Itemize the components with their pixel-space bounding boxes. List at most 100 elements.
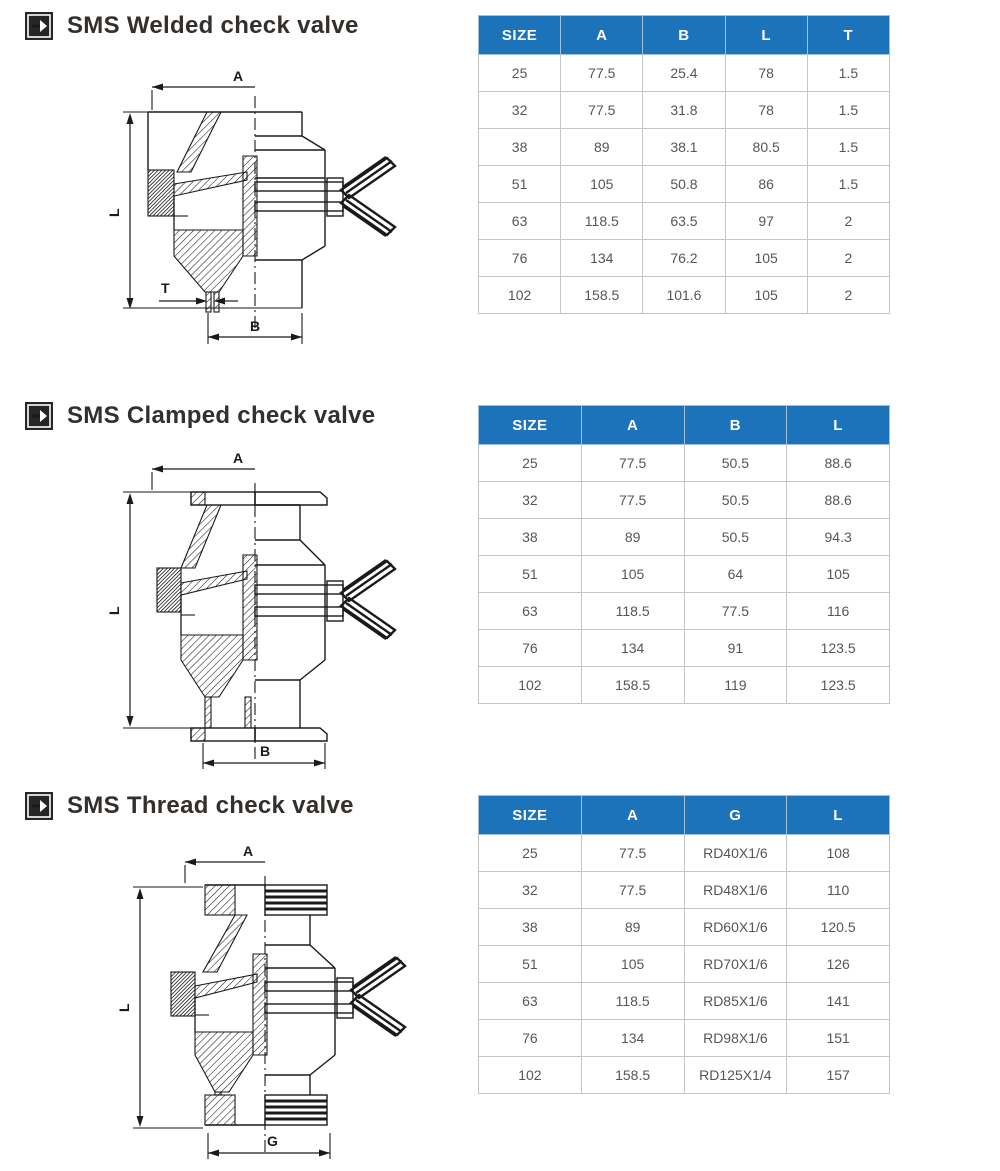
table-cell: 38 <box>478 518 582 556</box>
table-cell: 77.5 <box>580 834 685 872</box>
svg-text:L: L <box>106 208 122 217</box>
table-cell: 118.5 <box>560 202 644 240</box>
table-cell: 101.6 <box>642 276 726 314</box>
table-cell: 123.5 <box>786 629 890 667</box>
table-cell: RD85X1/6 <box>683 982 788 1020</box>
table-cell: 158.5 <box>560 276 644 314</box>
svg-text:L: L <box>116 1003 132 1012</box>
table-cell: 38 <box>477 128 562 166</box>
valve-flap <box>180 570 248 596</box>
dimension-g: G <box>207 1133 331 1159</box>
table-cell: RD70X1/6 <box>683 945 788 983</box>
table-cell: 77.5 <box>580 481 685 519</box>
arrow-box-icon <box>25 12 53 40</box>
table-cell: 118.5 <box>580 592 685 630</box>
table-cell: 123.5 <box>786 666 890 704</box>
column-header: SIZE <box>478 405 582 445</box>
table-cell: 78 <box>724 91 808 129</box>
table-cell: 50.8 <box>642 165 726 203</box>
dimension-b: B <box>207 313 303 344</box>
table-cell: 105 <box>724 276 808 314</box>
table-cell: 76 <box>478 629 582 667</box>
wing-nut <box>349 956 407 1037</box>
svg-text:A: A <box>243 843 253 859</box>
svg-text:L: L <box>106 606 122 615</box>
table-cell: 110 <box>786 871 890 909</box>
table-cell: 63 <box>477 202 562 240</box>
svg-text:T: T <box>161 280 170 296</box>
table-cell: 25.4 <box>642 54 726 92</box>
table-cell: 77.5 <box>580 444 685 482</box>
section-heading-welded: SMS Welded check valve <box>25 12 359 40</box>
dimension-a: A <box>151 68 255 110</box>
seat-block <box>170 971 196 1017</box>
svg-text:G: G <box>267 1133 278 1149</box>
technical-drawing-clamped: A L B <box>95 445 425 775</box>
table-cell: 77.5 <box>580 871 685 909</box>
table-cell: 76 <box>478 1019 582 1057</box>
section-thread: SMS Thread check valve A <box>0 788 1000 1171</box>
table-cell: 77.5 <box>683 592 788 630</box>
table-cell: 25 <box>478 444 582 482</box>
column-header: B <box>642 15 726 55</box>
table-cell: 158.5 <box>580 666 685 704</box>
thread-section-top <box>204 884 236 916</box>
spout-wall <box>205 291 212 313</box>
table-cell: 50.5 <box>683 481 788 519</box>
valve-body-right <box>264 884 354 1126</box>
table-cell: 51 <box>477 165 562 203</box>
table-cell: 105 <box>580 945 685 983</box>
table-cell: 1.5 <box>806 54 891 92</box>
table-cell: 102 <box>477 276 562 314</box>
valve-body-left <box>156 491 258 742</box>
table-cell: 77.5 <box>560 54 644 92</box>
table-cell: 119 <box>683 666 788 704</box>
table-cell: 102 <box>478 1056 582 1094</box>
dimension-a: A <box>151 450 255 490</box>
section-clamped: SMS Clamped check valve A <box>0 398 1000 788</box>
table-cell: 32 <box>477 91 562 129</box>
column-header: L <box>724 15 808 55</box>
table-cell: 50.5 <box>683 518 788 556</box>
table-cell: 134 <box>560 239 644 277</box>
thread-collar-bottom <box>264 1094 328 1126</box>
valve-flap <box>194 973 258 999</box>
table-cell: 1.5 <box>806 128 891 166</box>
table-cell: 120.5 <box>786 908 890 946</box>
table-cell: 151 <box>786 1019 890 1057</box>
table-cell: 64 <box>683 555 788 593</box>
dimension-b: B <box>202 743 326 769</box>
valve-body-left <box>170 884 268 1126</box>
table-cell: 78 <box>724 54 808 92</box>
table-cell: 157 <box>786 1056 890 1094</box>
table-cell: 25 <box>477 54 562 92</box>
page-title: SMS Welded check valve <box>67 12 359 39</box>
seat-block <box>156 567 182 613</box>
table-cell: 158.5 <box>580 1056 685 1094</box>
table-cell: 31.8 <box>642 91 726 129</box>
wing-nut <box>339 156 397 237</box>
column-header: SIZE <box>477 15 562 55</box>
column-header: L <box>786 405 890 445</box>
column-header: G <box>683 795 788 835</box>
table-cell: 105 <box>786 555 890 593</box>
column-header: A <box>560 15 644 55</box>
arrow-box-icon <box>25 402 53 430</box>
